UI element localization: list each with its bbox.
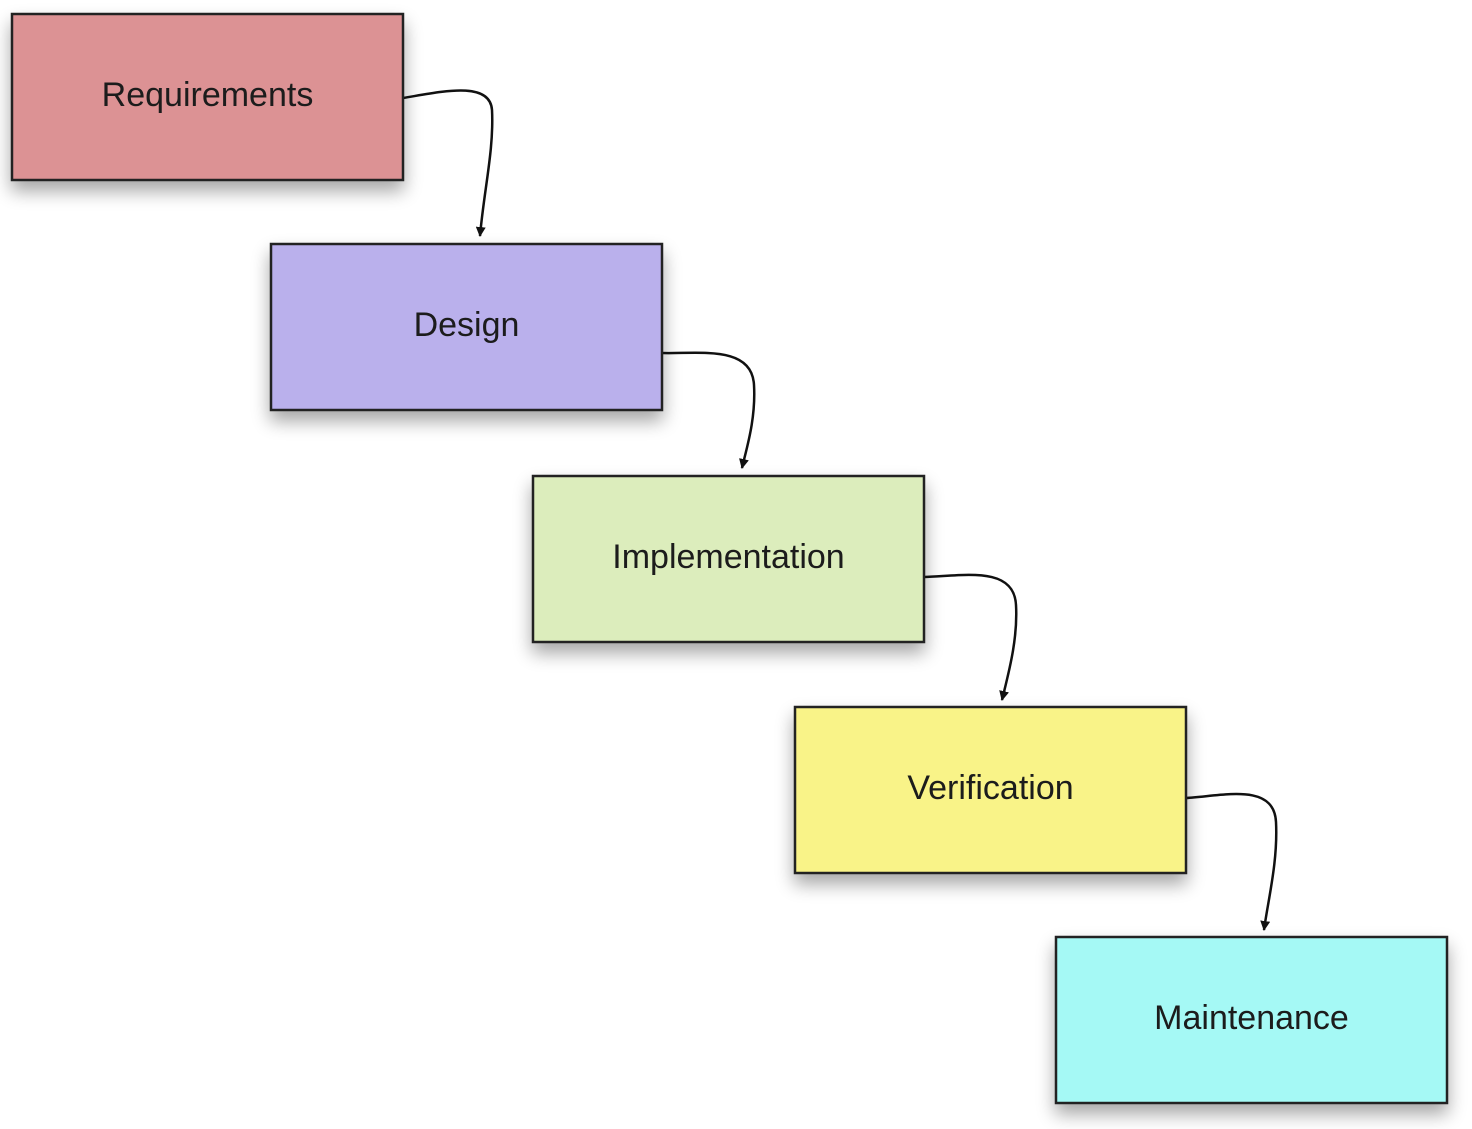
stage-label-requirements: Requirements — [102, 76, 314, 114]
stage-label-maintenance: Maintenance — [1154, 999, 1349, 1037]
stage-box-verification — [793, 705, 1188, 875]
stage-maintenance: Maintenance — [1054, 935, 1449, 1105]
stage-verification: Verification — [793, 705, 1188, 875]
stage-box-implementation — [531, 474, 926, 644]
stage-label-implementation: Implementation — [612, 538, 844, 576]
arrow-verification-to-maintenance — [1185, 792, 1278, 931]
stage-label-design: Design — [414, 306, 520, 344]
arrow-requirements-to-design — [402, 89, 494, 237]
stage-label-verification: Verification — [907, 769, 1073, 807]
stage-box-requirements — [10, 12, 405, 182]
stage-implementation: Implementation — [531, 474, 926, 644]
stage-box-design — [269, 242, 664, 412]
arrows-layer — [402, 89, 1278, 931]
arrow-implementation-to-verification — [923, 573, 1018, 701]
stage-box-maintenance — [1054, 935, 1449, 1105]
stage-requirements: Requirements — [10, 12, 405, 182]
arrow-design-to-implementation — [661, 351, 756, 469]
stage-design: Design — [269, 242, 664, 412]
